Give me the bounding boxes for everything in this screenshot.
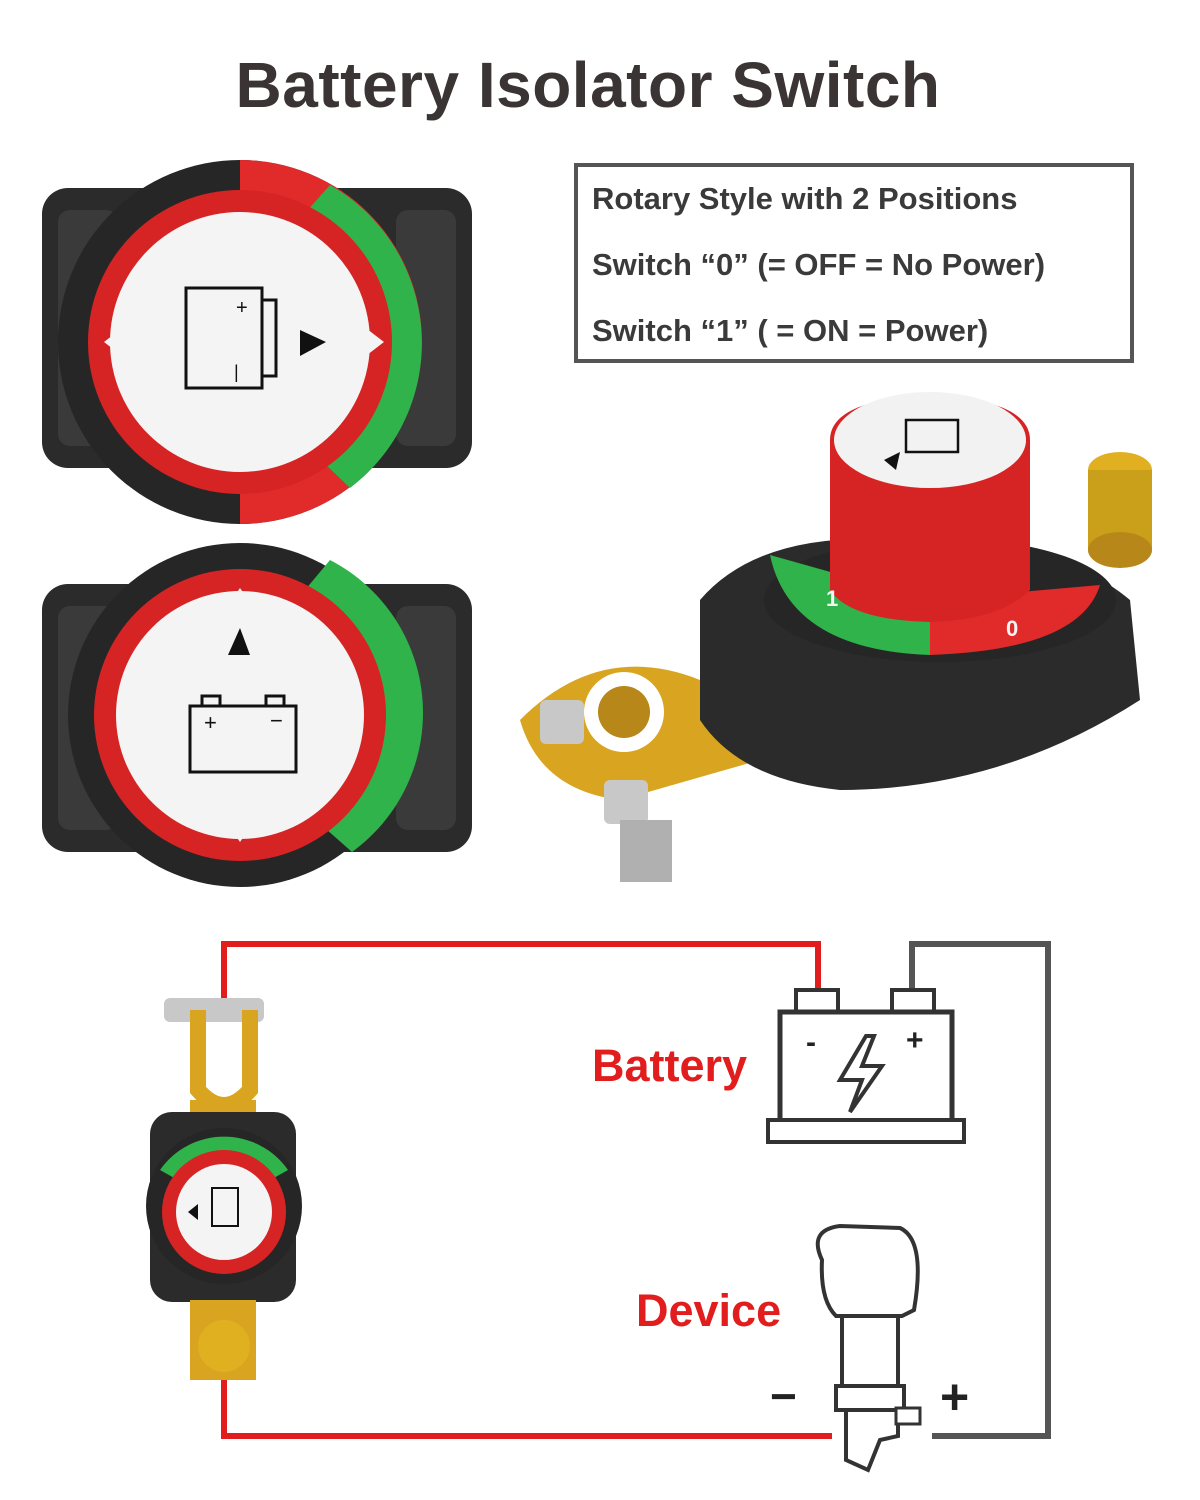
info-box: Rotary Style with 2 Positions Switch “0”… — [574, 163, 1134, 363]
info-line-off: Switch “0” (= OFF = No Power) — [592, 247, 1046, 282]
wiring-diagram: - + − + — [146, 941, 1051, 1473]
wire-red-bottom — [221, 1376, 832, 1439]
device-label: Device — [636, 1285, 782, 1336]
switch1-plus-mark: + — [236, 297, 248, 319]
switch-bottom-on-photo: + − — [42, 543, 472, 887]
info-line-positions: Rotary Style with 2 Positions — [592, 181, 1018, 216]
device-minus-mark: − — [770, 1370, 797, 1422]
wire-dark-return — [909, 941, 1051, 1439]
small-switch-with-clamp — [146, 998, 302, 1380]
switch-top-off-photo: + | — [42, 160, 472, 524]
battery-icon: - + — [766, 988, 966, 1144]
battery-label: Battery — [592, 1040, 748, 1091]
knob-off-mark: 0 — [1006, 616, 1018, 641]
device-plus-mark: + — [940, 1369, 969, 1425]
info-line-on: Switch “1” ( = ON = Power) — [592, 313, 989, 348]
svg-text:+: + — [204, 710, 217, 735]
page-title: Battery Isolator Switch — [235, 49, 941, 121]
knob-on-mark: 1 — [826, 586, 838, 611]
battery-plus-mark: + — [906, 1024, 924, 1057]
outboard-motor-icon — [815, 1223, 922, 1473]
switch-knob-photo: 1 0 — [520, 392, 1152, 882]
svg-text:−: − — [270, 708, 283, 733]
battery-minus-mark: - — [806, 1026, 816, 1059]
lightning-icon — [836, 1034, 886, 1114]
svg-text:|: | — [234, 362, 239, 382]
wire-red-top — [221, 941, 821, 1010]
